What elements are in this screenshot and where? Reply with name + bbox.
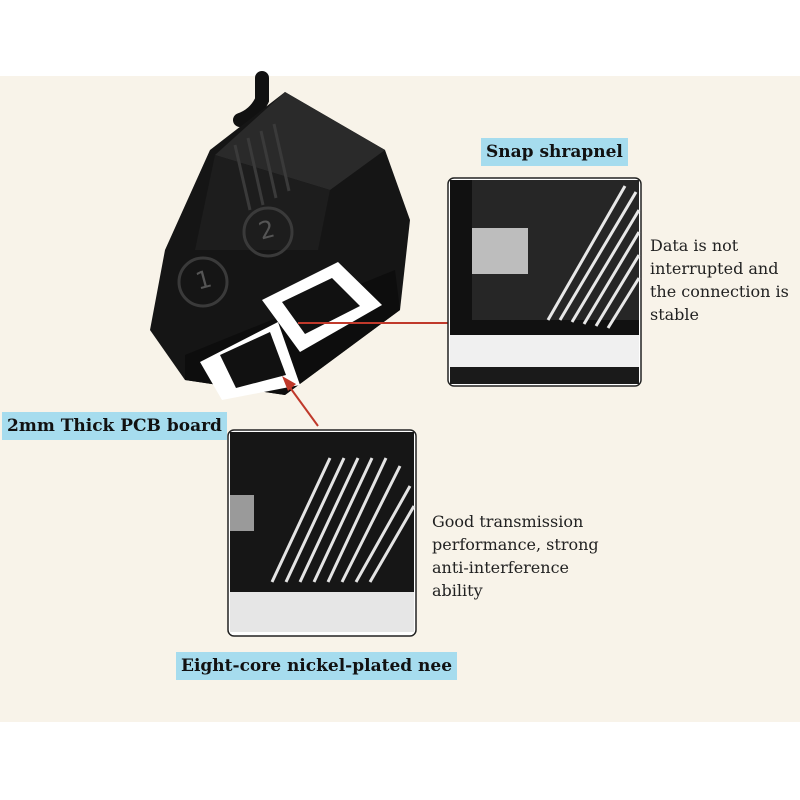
label-nickel-plated-pins: Eight-core nickel-plated nee	[176, 652, 458, 680]
label-snap-shrapnel: Snap shrapnel	[481, 138, 628, 166]
background-panel	[0, 76, 800, 722]
description-line: interrupted and	[650, 259, 779, 278]
description-line: anti-interference	[432, 558, 570, 577]
description-line: Data is not	[650, 236, 739, 255]
description-transmission: Good transmission performance, strong an…	[432, 510, 599, 602]
description-line: stable	[650, 305, 700, 324]
description-line: Good transmission	[432, 512, 584, 531]
label-pcb-board: 2mm Thick PCB board	[2, 412, 227, 440]
description-line: ability	[432, 581, 483, 600]
description-stable-connection: Data is not interrupted and the connecti…	[650, 234, 789, 326]
description-line: performance, strong	[432, 535, 599, 554]
description-line: the connection is	[650, 282, 789, 301]
